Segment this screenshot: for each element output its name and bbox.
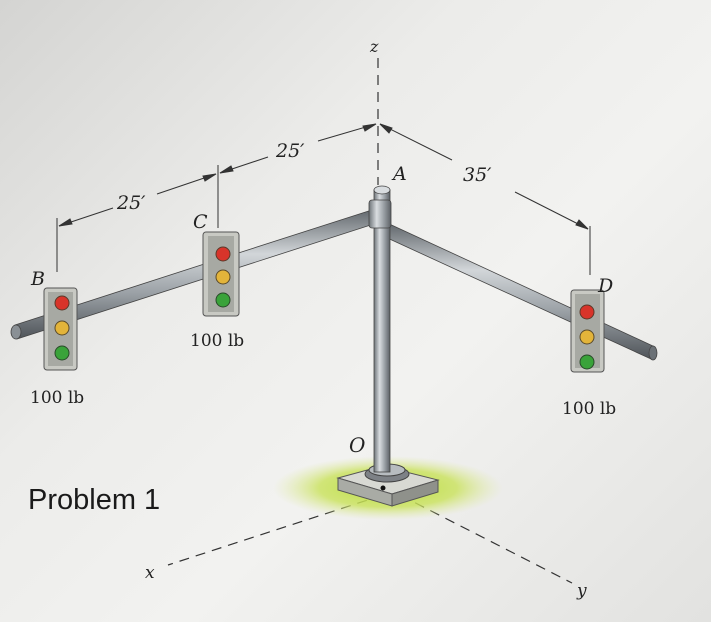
traffic-light-b [43,287,78,371]
y-axis [399,494,573,584]
point-b-label: B [30,268,45,290]
load-b-label: 100 lb [30,388,84,408]
light-b-green [54,345,70,361]
light-b-yellow [54,320,70,336]
light-b-red [54,295,70,311]
light-c-yellow [215,269,231,285]
dimension-a-d-label: 35′ [463,164,492,186]
light-c-red [215,246,231,262]
arm-right [382,221,658,361]
z-axis-label: z [369,37,379,56]
light-d-yellow [579,329,595,345]
load-d-label: 100 lb [562,399,616,419]
problem-title: Problem 1 [28,484,160,516]
dimension-b-c [56,165,219,272]
traffic-light-d [570,289,605,373]
dimension-c-a-label: 25′ [275,140,305,162]
light-d-red [579,304,595,320]
dimension-b-c-label: 25′ [116,192,146,214]
light-c-green [215,292,231,308]
light-d-green [579,354,595,370]
point-c-label: C [193,211,208,233]
point-o-label: O [349,433,365,457]
dimension-a-d [379,123,591,275]
x-axis-label: x [145,563,155,583]
y-axis-label: y [576,581,587,601]
dimension-c-a [219,123,377,174]
pole [368,185,392,473]
point-a-label: A [391,163,407,185]
traffic-light-c [202,231,240,317]
point-d-label: D [597,275,613,297]
load-c-label: 100 lb [190,331,244,351]
